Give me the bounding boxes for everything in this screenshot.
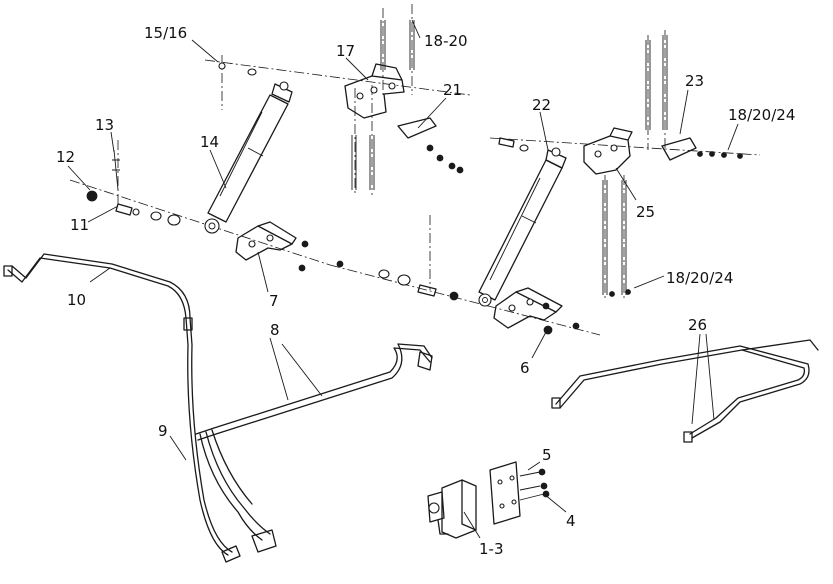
callout-14: 14 xyxy=(200,133,219,151)
hose-10 xyxy=(3,253,191,319)
left-gas-strut xyxy=(204,81,293,234)
callout-17: 17 xyxy=(336,42,355,60)
upper-left-bolts xyxy=(351,20,415,190)
callout-1-3: 1-3 xyxy=(479,540,504,558)
callout-25: 25 xyxy=(636,203,655,221)
right-fasteners xyxy=(498,35,668,297)
hose-26 xyxy=(551,339,819,443)
right-gas-strut xyxy=(478,147,567,307)
right-lower-bracket xyxy=(493,287,580,335)
pump-1-3 xyxy=(427,479,477,539)
callout-6: 6 xyxy=(520,359,530,377)
callout-10: 10 xyxy=(67,291,86,309)
callout-18-20: 18-20 xyxy=(424,32,468,50)
callout-18-20-24-top: 18/20/24 xyxy=(728,106,795,124)
callout-12: 12 xyxy=(56,148,75,166)
callout-7: 7 xyxy=(269,292,279,310)
leader-lines xyxy=(67,19,739,539)
callout-9: 9 xyxy=(158,422,168,440)
upper-right-bracket xyxy=(583,127,743,175)
callout-15-16: 15/16 xyxy=(144,24,187,42)
callout-21: 21 xyxy=(443,81,462,99)
callout-4: 4 xyxy=(566,512,576,530)
callout-11: 11 xyxy=(70,216,89,234)
callout-labels: 15/16 18-20 17 21 13 12 14 11 7 10 8 9 2… xyxy=(56,24,795,558)
callout-5: 5 xyxy=(542,446,552,464)
center-lines xyxy=(69,4,761,336)
hose-8 xyxy=(195,343,433,553)
left-fasteners xyxy=(86,62,459,301)
mounting-plate-5 xyxy=(489,461,550,525)
hose-9 xyxy=(183,317,241,563)
callout-8: 8 xyxy=(270,321,280,339)
callout-18-20-24-mid: 18/20/24 xyxy=(666,269,733,287)
callout-23: 23 xyxy=(685,72,704,90)
callout-22: 22 xyxy=(532,96,551,114)
callout-26: 26 xyxy=(688,316,707,334)
upper-left-bracket xyxy=(344,63,464,174)
left-lower-bracket xyxy=(235,221,297,261)
callout-13: 13 xyxy=(95,116,114,134)
